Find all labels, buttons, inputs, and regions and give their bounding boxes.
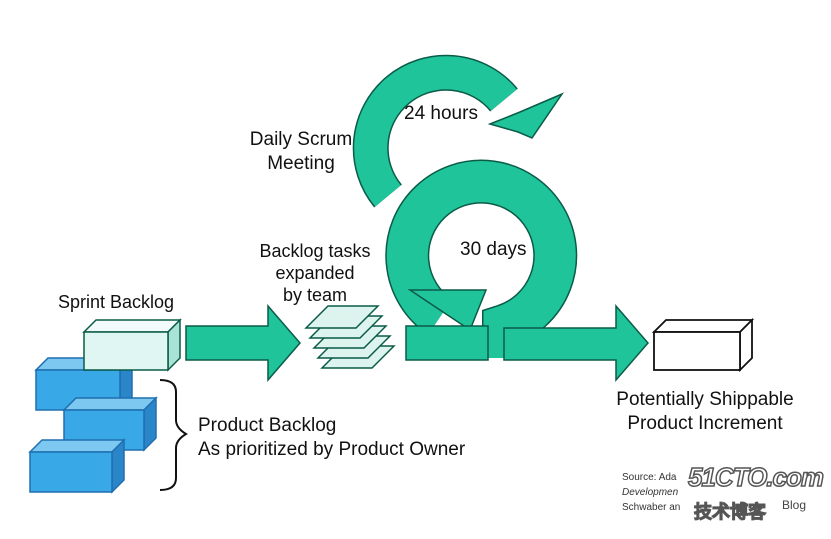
source-line-2: Developmen [622,487,679,498]
backlog-tasks-label: Backlog tasks expanded by team [259,241,371,305]
source-line-1: Source: Ada [622,472,677,483]
backlog-block-3 [28,438,126,494]
arrow-to-increment [503,303,649,383]
daily-cycle-arrow [352,54,565,208]
days-label: 30 days [460,239,527,260]
sprint-backlog-block [82,318,182,372]
product-backlog-stack [28,356,158,494]
watermark-brand: 51CTO.com [687,461,825,493]
source-line-3: Schwaber an [622,502,681,513]
daily-scrum-label: Daily Scrum Meeting [249,129,353,174]
sprint-backlog-label: Sprint Backlog [58,292,175,312]
watermark-blog: Blog [782,498,807,512]
product-increment-box [651,317,755,373]
arrow-to-tasks [185,303,301,383]
watermark-sub: 技术博客 [694,502,767,523]
hours-label: 24 hours [404,103,478,124]
backlog-block-2 [62,396,158,452]
product-backlog-brace [159,379,188,491]
product-backlog-label: Product Backlog As prioritized by Produc… [198,415,466,460]
backlog-tasks-stack [304,305,396,369]
sprint-cycle-arrow [385,159,578,361]
product-increment-label: Potentially Shippable Product Increment [616,389,794,434]
